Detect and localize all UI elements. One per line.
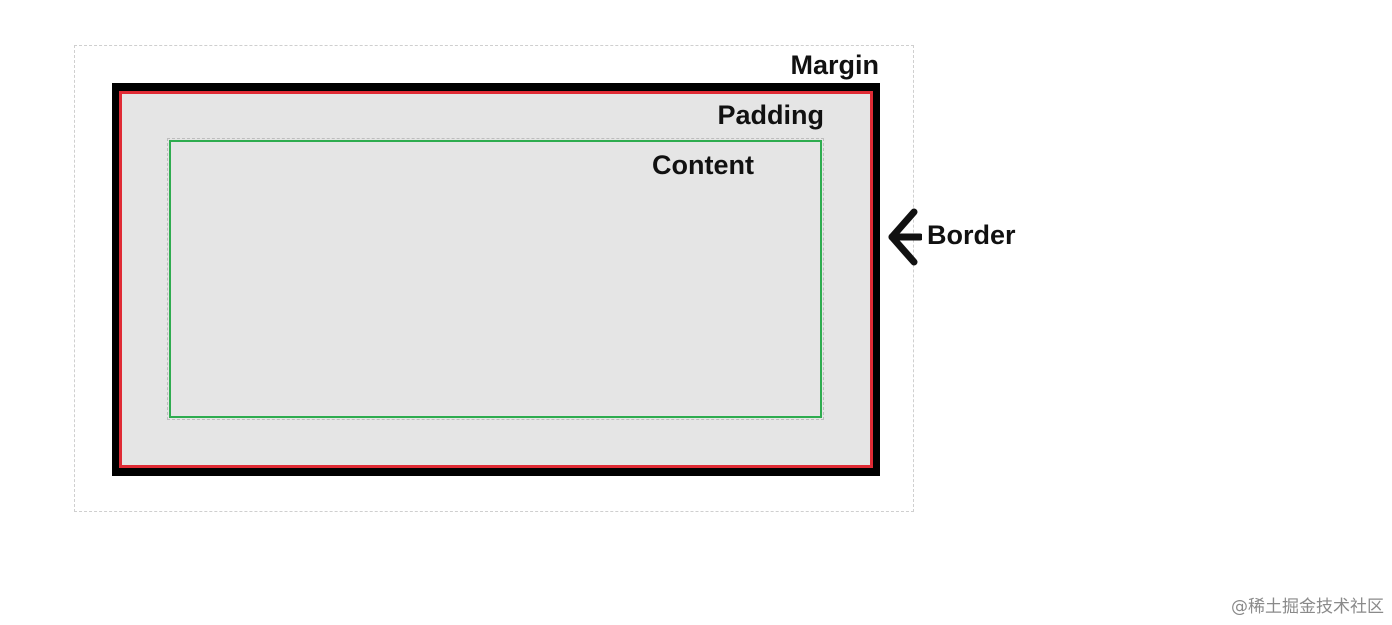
border-label: Border (927, 220, 1016, 250)
content-area (167, 138, 824, 420)
margin-label: Margin (790, 50, 879, 80)
arrow-left-icon (884, 208, 924, 266)
padding-label: Padding (717, 100, 825, 130)
watermark-text: @稀土掘金技术社区 (1231, 597, 1384, 617)
padding-area (119, 91, 873, 468)
content-label: Content (652, 150, 754, 180)
margin-area (74, 45, 914, 512)
